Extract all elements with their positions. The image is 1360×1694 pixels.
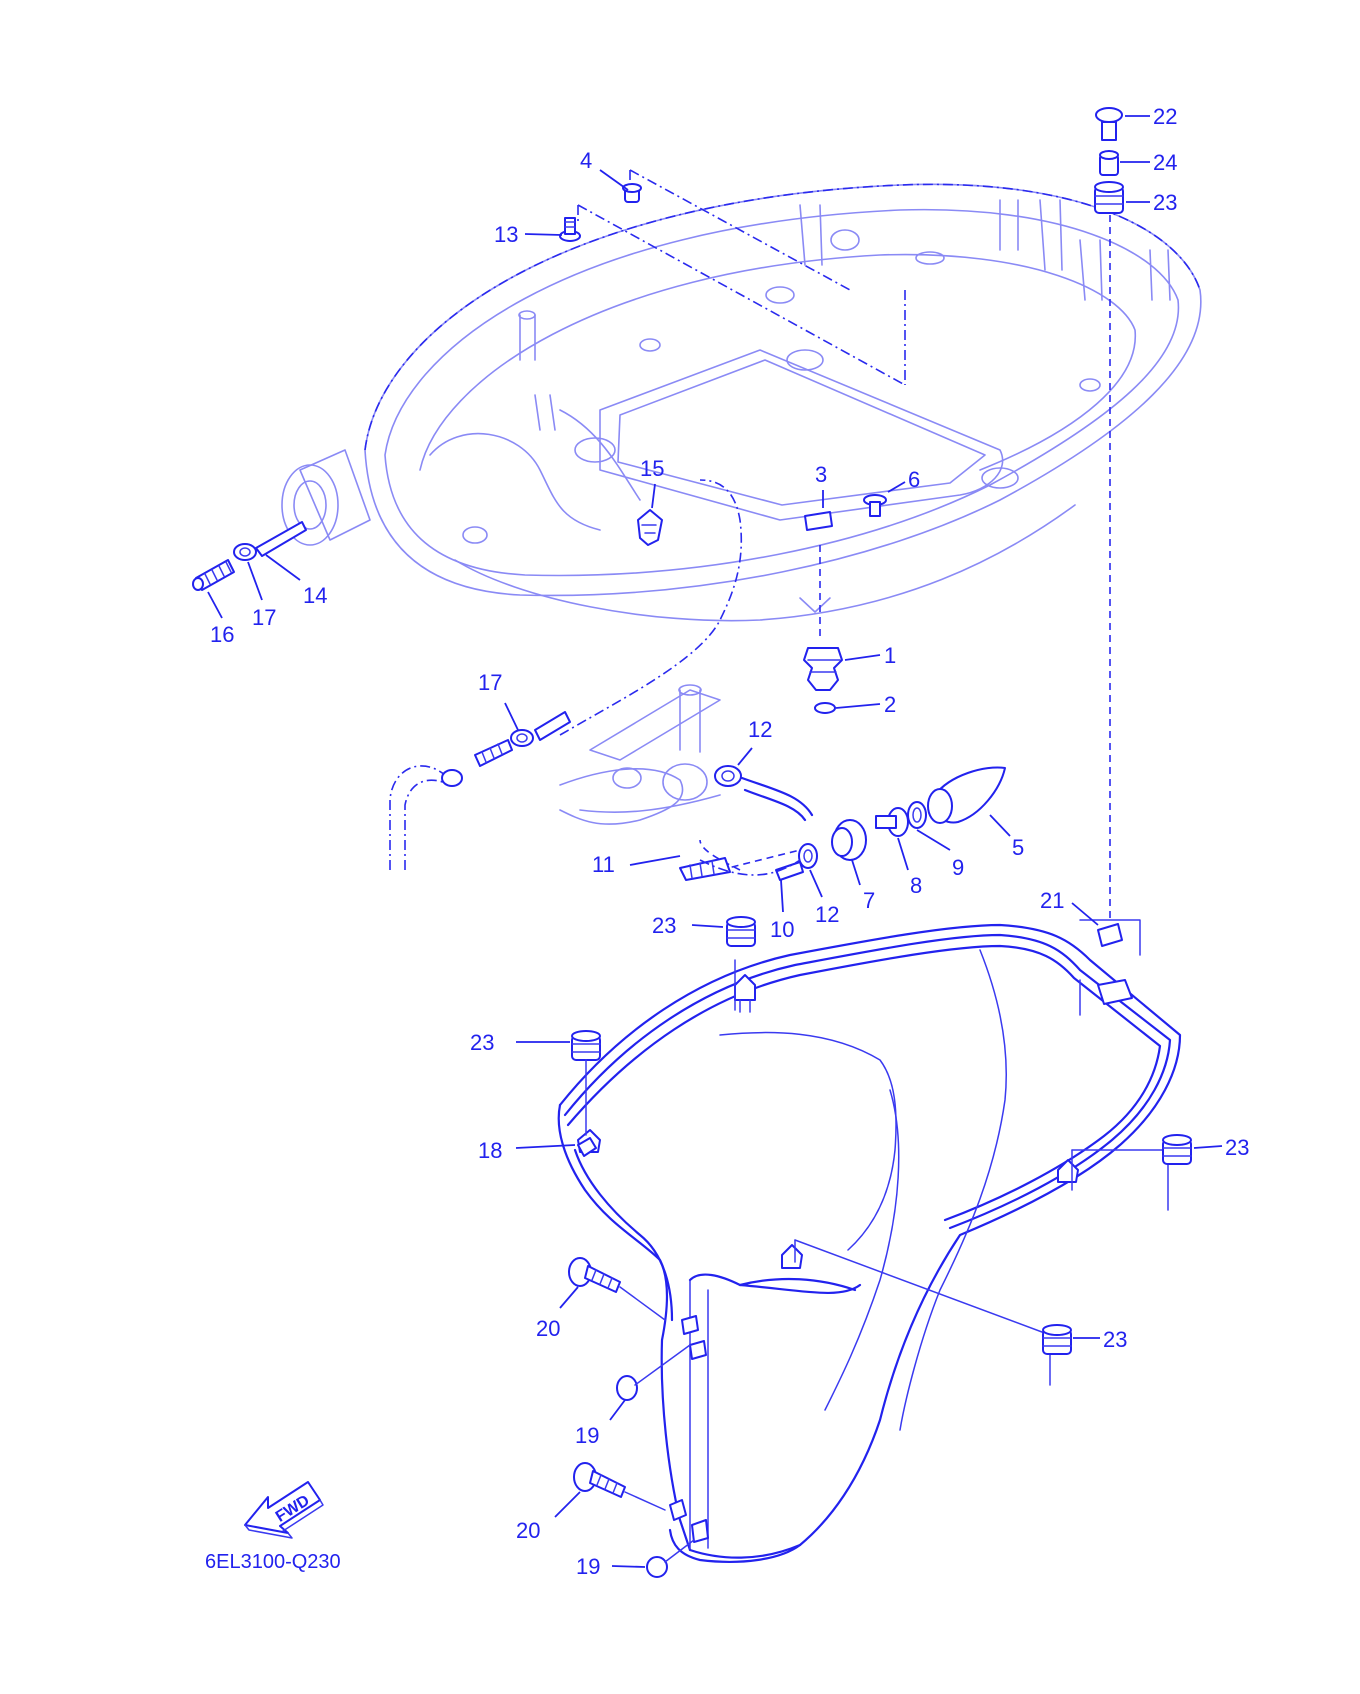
part-5-cap <box>927 766 1006 824</box>
part-20-bolt-lower <box>573 1462 626 1498</box>
callout-13: 13 <box>494 222 518 247</box>
part-24-collar <box>1099 150 1119 176</box>
callout-20-lower: 20 <box>516 1518 540 1543</box>
part-1-grommet <box>803 647 843 691</box>
part-23-grommet-top <box>1094 181 1124 214</box>
callout-20-upper: 20 <box>536 1316 560 1341</box>
callout-10: 10 <box>770 917 794 942</box>
callout-14: 14 <box>303 583 327 608</box>
callout-6: 6 <box>908 467 920 492</box>
part-21-clip <box>1097 923 1123 947</box>
part-14-rod <box>255 521 307 557</box>
part-23-grommet-c <box>1162 1134 1192 1165</box>
callout-9: 9 <box>952 855 964 880</box>
part-3-plate <box>804 511 833 531</box>
callout-5: 5 <box>1012 835 1024 860</box>
callout-3: 3 <box>815 462 827 487</box>
callout-7: 7 <box>863 888 875 913</box>
callout-15: 15 <box>640 456 664 481</box>
callout-11: 11 <box>592 852 615 877</box>
callout-21: 21 <box>1040 888 1064 913</box>
part-4-grommet <box>622 183 642 203</box>
lower-cowling-side-panel <box>557 923 1182 1563</box>
callout-19-lower: 19 <box>576 1554 600 1579</box>
callout-18: 18 <box>478 1138 502 1163</box>
part-8-screw <box>875 807 909 837</box>
part-10-hose <box>699 776 814 881</box>
callout-labels: 1 2 3 4 5 6 7 8 9 10 11 12 12 <box>207 104 1249 1579</box>
fwd-arrow: FWD <box>244 1481 324 1539</box>
part-19-nut-lower <box>646 1556 668 1578</box>
part-18-tab <box>577 1137 597 1157</box>
part-13-screw <box>559 217 581 242</box>
part-17-clip-lower <box>510 729 534 747</box>
part-20-bolt-upper <box>568 1257 621 1293</box>
diagram-code: 6EL3100-Q230 <box>205 1551 341 1573</box>
steering-bracket-assembly <box>559 684 721 825</box>
callout-23-a: 23 <box>652 913 676 938</box>
part-17-cable-assembly <box>441 711 571 787</box>
callout-23-d: 23 <box>1103 1327 1127 1352</box>
hose-routing-lines <box>389 479 801 876</box>
callout-17-upper: 17 <box>252 605 276 630</box>
callout-12-lower: 12 <box>815 902 839 927</box>
callout-4: 4 <box>580 148 592 173</box>
part-6-screw <box>863 494 887 517</box>
callout-23-top: 23 <box>1153 190 1177 215</box>
callout-1: 1 <box>884 643 896 668</box>
part-23-grommet-b <box>571 1030 601 1136</box>
callout-22: 22 <box>1153 104 1177 129</box>
bottom-cowling-tray <box>281 183 1202 622</box>
part-7-nut <box>831 819 867 861</box>
part-12-clamp-lower <box>798 843 818 869</box>
part-23-grommet-d <box>1042 1324 1072 1355</box>
callout-16: 16 <box>210 622 234 647</box>
callout-17-lower: 17 <box>478 670 502 695</box>
callout-8: 8 <box>910 873 922 898</box>
part-12-clamp-upper <box>714 765 742 787</box>
callout-23-b: 23 <box>470 1030 494 1055</box>
part-9-ring <box>907 801 927 829</box>
part-17-clip-upper <box>233 543 257 561</box>
part-11-clip <box>679 857 731 881</box>
callout-24: 24 <box>1153 150 1177 175</box>
callout-19-upper: 19 <box>575 1423 599 1448</box>
part-19-nut-upper <box>616 1375 638 1401</box>
bolt-leaders <box>619 1286 695 1563</box>
callout-2: 2 <box>884 692 896 717</box>
callout-23-c: 23 <box>1225 1135 1249 1160</box>
part-22-bolt <box>1095 107 1123 141</box>
cowling-mount-tabs <box>577 974 1133 1543</box>
part-2-ring <box>814 702 836 714</box>
projection-lines-upper <box>577 169 1111 920</box>
callout-12-upper: 12 <box>748 717 772 742</box>
part-15-clip <box>637 509 663 546</box>
part-23-grommet-a <box>726 916 756 947</box>
part-16-spring <box>192 559 235 591</box>
